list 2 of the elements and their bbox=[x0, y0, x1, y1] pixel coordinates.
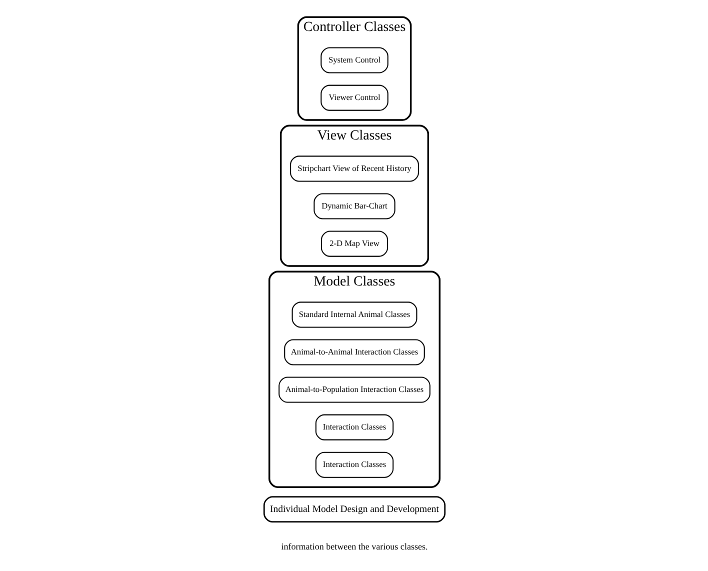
label: information between the various classes. bbox=[280, 541, 428, 552]
node-box: Individual Model Design and Development bbox=[262, 496, 446, 523]
